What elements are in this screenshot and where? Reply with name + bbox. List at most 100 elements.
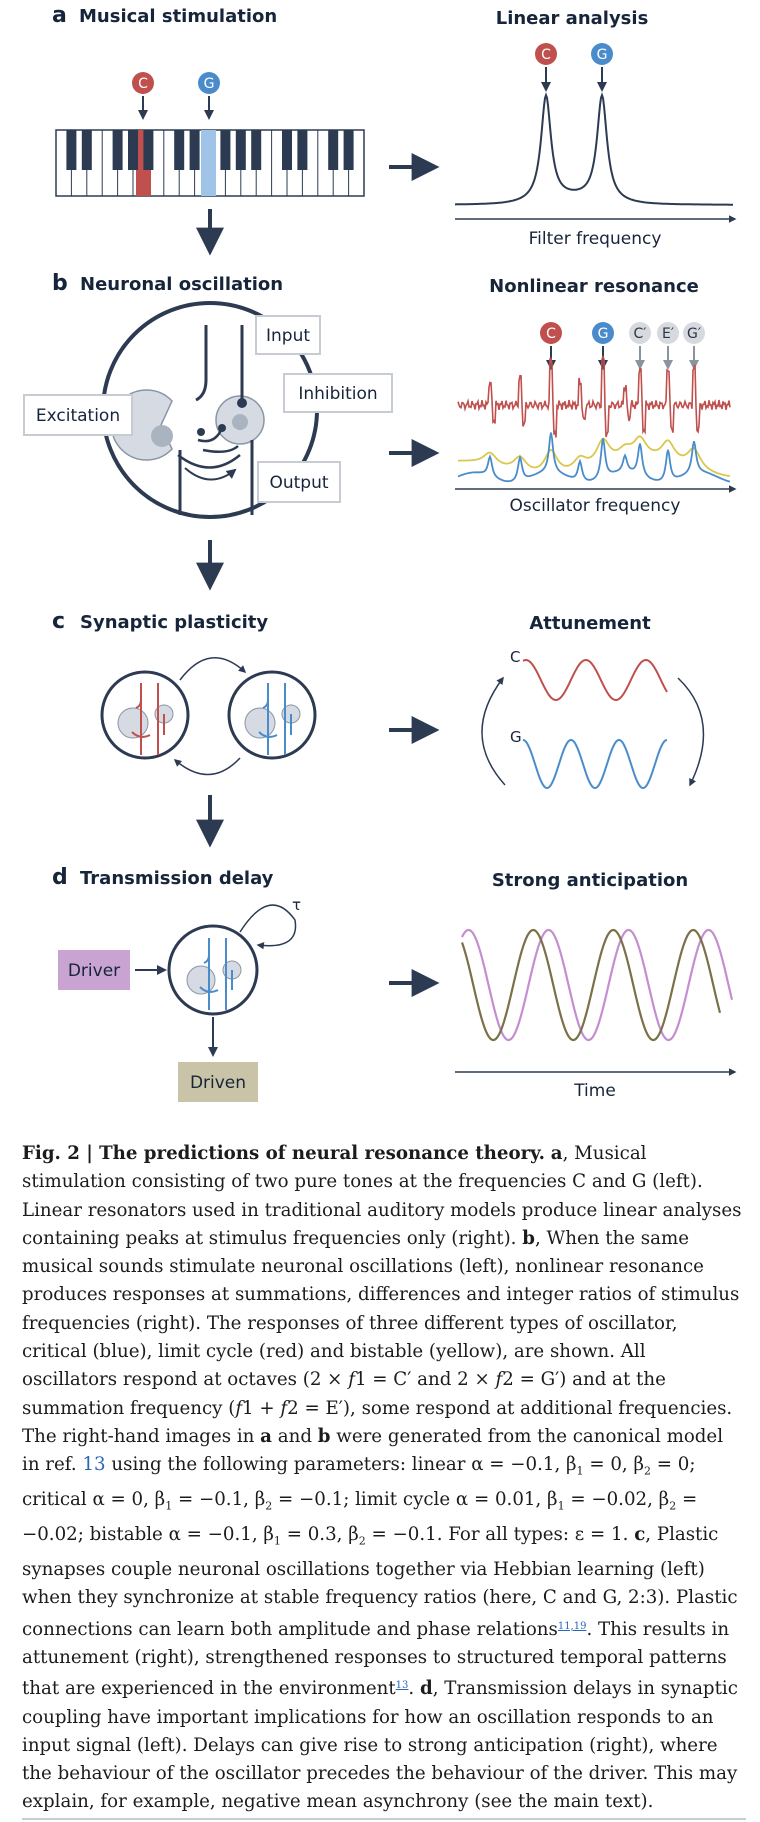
key-g-highlight (201, 130, 216, 196)
black-key (66, 130, 77, 170)
svg-text:G′: G′ (687, 326, 701, 342)
caption-a: a (550, 1143, 563, 1164)
piano-keyboard (55, 129, 365, 197)
svg-text:Output: Output (269, 473, 328, 493)
figure-2: a Musical stimulation Linear analysis C … (23, 3, 737, 1102)
delayed-oscillator (167, 904, 297, 1016)
panel-a-title: Musical stimulation (79, 6, 277, 27)
note-g-marker-right: G (591, 43, 613, 92)
black-key (220, 130, 231, 170)
panel-b-letter: b (52, 271, 68, 296)
note-c-marker-right: C (535, 43, 557, 92)
black-key (328, 130, 339, 170)
attunement-arc-right (677, 677, 705, 787)
panel-b: b Neuronal oscillation Nonlinear resonan… (23, 271, 737, 591)
wave-c (522, 658, 668, 702)
output-label-box: Output (257, 461, 341, 503)
svg-text:Excitation: Excitation (36, 406, 120, 426)
caption-text: = −0.1. For all types: ε = 1. (365, 1524, 629, 1546)
panel-a: a Musical stimulation Linear analysis C … (52, 3, 737, 256)
nl-marker-c: C (540, 322, 562, 370)
caption-text: were generated from the canonical model … (22, 1425, 724, 1476)
caption-text: . (408, 1678, 415, 1700)
caption-text: 2 = G′) and at the summation frequency ( (22, 1369, 666, 1419)
svg-text:E′: E′ (662, 326, 674, 342)
note-c-marker: C (132, 72, 154, 120)
nl-marker-e-prime: E′ (657, 322, 679, 370)
caption-ref-a: a (260, 1425, 272, 1447)
svg-text:C′: C′ (634, 326, 647, 342)
subscript: 2 (358, 1534, 366, 1548)
bottom-rule (22, 1818, 746, 1820)
oscillator-pair (100, 657, 317, 776)
svg-text:C: C (546, 326, 556, 342)
caption-c: c (634, 1524, 646, 1546)
svg-text:Input: Input (266, 326, 310, 346)
panel-b-right-title: Nonlinear resonance (489, 276, 699, 297)
black-key (297, 130, 308, 170)
caption-d-text: , Transmission delays in synaptic coupli… (22, 1678, 738, 1813)
caption-b: b (522, 1227, 535, 1249)
caption-text: . This results in attunement (right), st… (22, 1618, 730, 1700)
critical-response-curve (457, 432, 731, 483)
panel-d-title: Transmission delay (80, 868, 274, 889)
caption-text: = −0.1; limit cycle α = 0.01, β (272, 1489, 558, 1511)
black-key (143, 130, 154, 170)
caption-text: = −0.02; bistable α = −0.1, β (22, 1489, 698, 1546)
panel-c-title: Synaptic plasticity (80, 612, 268, 633)
subscript: 2 (669, 1499, 677, 1513)
caption-f: f (348, 1369, 355, 1391)
panel-d-letter: d (52, 865, 68, 890)
subscript: 1 (165, 1499, 173, 1513)
reference-link-11-19[interactable]: 11,19 (557, 1620, 587, 1632)
time-label: Time (573, 1081, 616, 1101)
black-key (251, 130, 262, 170)
panel-a-letter: a (52, 3, 67, 28)
caption-text: = 0; critical α = 0, β (22, 1454, 696, 1511)
caption-c-text: , Plastic synapses couple neuronal oscil… (22, 1524, 738, 1640)
caption-f: f (280, 1397, 288, 1419)
figure-caption: Fig. 2 | The predictions of neural reson… (22, 1140, 746, 1817)
svg-text:G: G (204, 76, 215, 92)
panel-d: d Transmission delay Strong anticipation… (52, 865, 737, 1102)
black-key (128, 130, 138, 170)
caption-text: 1 + (242, 1397, 281, 1419)
subscript: 1 (273, 1534, 281, 1548)
excitation-label-box: Excitation (23, 394, 133, 436)
caption-text: = 0.3, β (280, 1524, 359, 1546)
linear-response-curve (455, 92, 733, 206)
driven-box: Driven (178, 1062, 258, 1102)
caption-f: f (495, 1369, 503, 1391)
panel-c-right-title: Attunement (529, 613, 651, 634)
reference-link-13[interactable]: 13 (82, 1454, 106, 1476)
caption-text: = −0.1, β (172, 1489, 266, 1511)
caption-f: f (235, 1397, 243, 1419)
caption-text: and (277, 1425, 312, 1447)
reference-link-13b[interactable]: 13 (395, 1680, 409, 1692)
subscript: 1 (557, 1499, 565, 1513)
wave-c-label: C (510, 648, 520, 666)
black-key (343, 130, 354, 170)
wave-g (522, 738, 668, 790)
filter-frequency-label: Filter frequency (529, 229, 662, 249)
subscript: 2 (644, 1464, 651, 1478)
black-key (189, 130, 200, 170)
caption-title: Fig. 2 | The predictions of neural reson… (22, 1143, 545, 1164)
panel-b-title: Neuronal oscillation (80, 274, 283, 295)
input-label-box: Input (255, 315, 321, 355)
svg-text:G: G (598, 326, 609, 342)
oscillator-frequency-label: Oscillator frequency (510, 496, 681, 516)
panel-d-right-title: Strong anticipation (492, 870, 688, 891)
bistable-response-curve (458, 435, 731, 477)
tau-label: τ (292, 896, 301, 914)
svg-text:C: C (541, 47, 551, 63)
svg-text:G: G (597, 47, 608, 63)
subscript: 1 (576, 1464, 584, 1478)
caption-text: using the following parameters: linear α… (111, 1454, 577, 1476)
black-key (235, 130, 246, 170)
driven-wave (460, 928, 722, 1042)
limit-cycle-response-curve (457, 354, 731, 438)
note-g-marker: G (198, 72, 220, 120)
subscript: 2 (265, 1499, 273, 1513)
svg-text:Inhibition: Inhibition (298, 384, 377, 404)
